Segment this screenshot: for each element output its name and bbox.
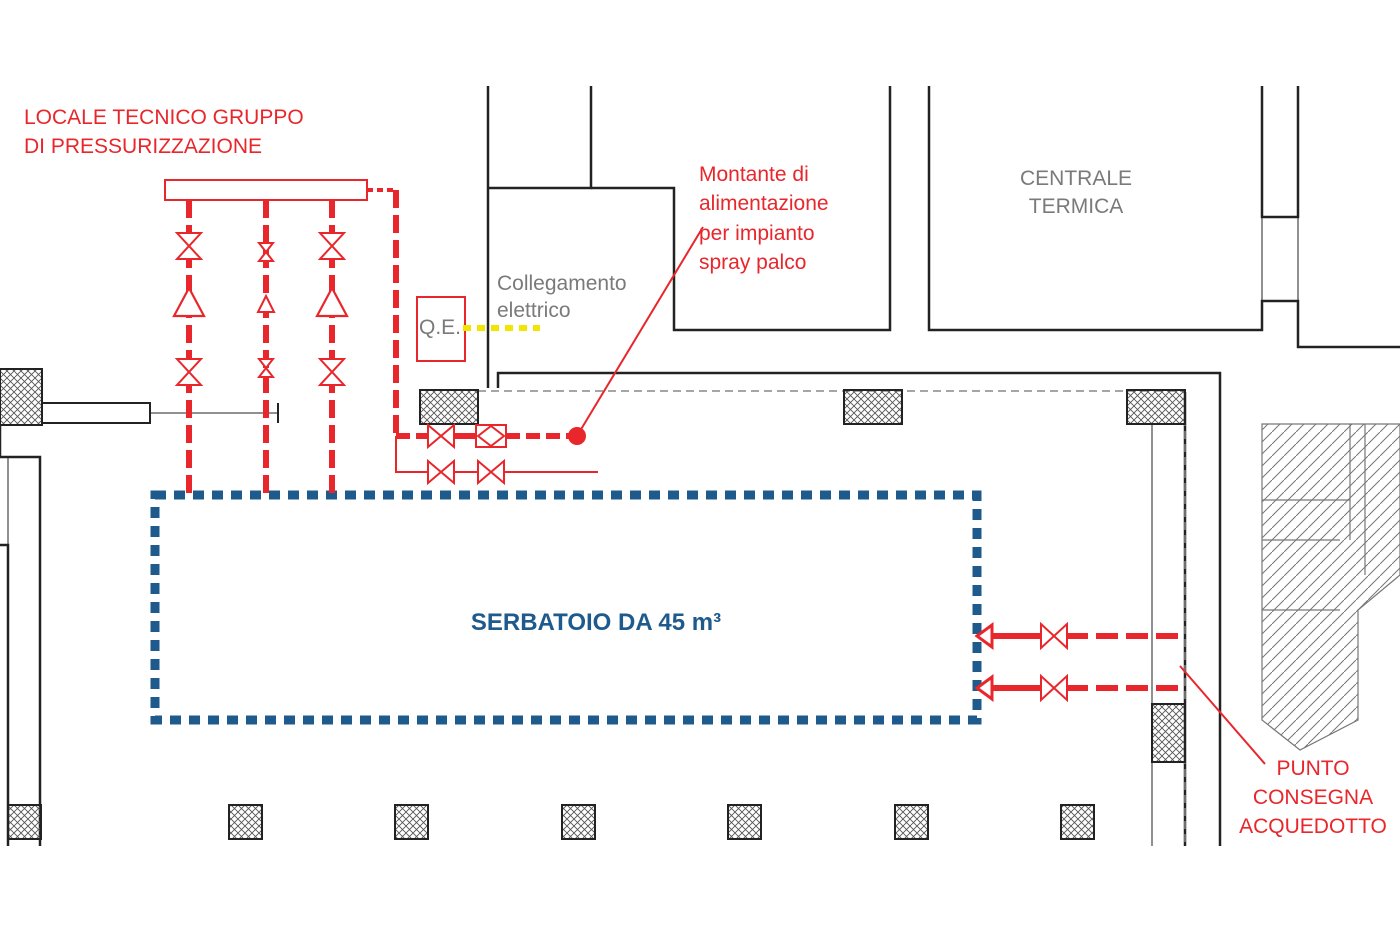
valve-icon <box>1040 621 1068 703</box>
column <box>419 389 479 425</box>
collegamento-label-1: Collegamento <box>497 272 627 295</box>
valve-icon <box>256 358 276 378</box>
pump-icon <box>315 285 349 318</box>
column <box>1060 804 1095 840</box>
montante-label-1: Montante di <box>699 163 809 186</box>
montante-leader-line <box>576 226 704 437</box>
valve-icon <box>427 458 455 486</box>
locale-tecnico-label-2: DI PRESSURIZZAZIONE <box>24 135 262 158</box>
valve-icon <box>477 458 505 486</box>
column <box>0 368 43 426</box>
valve-icon <box>174 358 204 386</box>
punto-consegna-label-1: PUNTO <box>1276 757 1349 780</box>
collector-header <box>164 179 368 201</box>
collegamento-label-2: elettrico <box>497 299 571 322</box>
valve-icon <box>427 422 455 450</box>
arrow-icon <box>974 622 994 702</box>
column <box>1151 703 1186 763</box>
valve-icon <box>317 232 347 260</box>
column <box>843 389 903 425</box>
centrale-termica-label-2: TERMICA <box>1029 195 1124 218</box>
valve-icon <box>174 232 204 260</box>
column <box>561 804 596 840</box>
montante-label-3: per impianto <box>699 222 815 245</box>
qe-label: Q.E. <box>419 316 461 339</box>
water-tank-outline <box>150 490 982 725</box>
locale-tecnico-label-1: LOCALE TECNICO GRUPPO <box>24 106 304 129</box>
pump-icon <box>172 285 206 318</box>
punto-consegna-leader-line <box>1179 665 1266 765</box>
valve-icon <box>256 242 276 262</box>
centrale-termica-label-1: CENTRALE <box>1020 167 1132 190</box>
column <box>228 804 263 840</box>
inner-dashed-lines <box>478 390 1186 846</box>
staircase-area <box>1261 423 1400 751</box>
pump-group <box>164 179 598 497</box>
aqueduct-inlet-pipes <box>974 621 1178 703</box>
column <box>394 804 429 840</box>
serbatoio-label: SERBATOIO DA 45 m³ <box>471 609 721 636</box>
column <box>1126 389 1186 425</box>
structural-columns <box>0 368 1186 840</box>
column <box>894 804 929 840</box>
column <box>7 804 42 840</box>
pump-icon <box>256 293 276 313</box>
punto-consegna-label-2: CONSEGNA <box>1253 786 1373 809</box>
montante-label-2: alimentazione <box>699 192 829 215</box>
valve-icon <box>317 358 347 386</box>
montante-label-4: spray palco <box>699 251 806 274</box>
punto-consegna-label-3: ACQUEDOTTO <box>1239 815 1387 838</box>
column <box>727 804 762 840</box>
